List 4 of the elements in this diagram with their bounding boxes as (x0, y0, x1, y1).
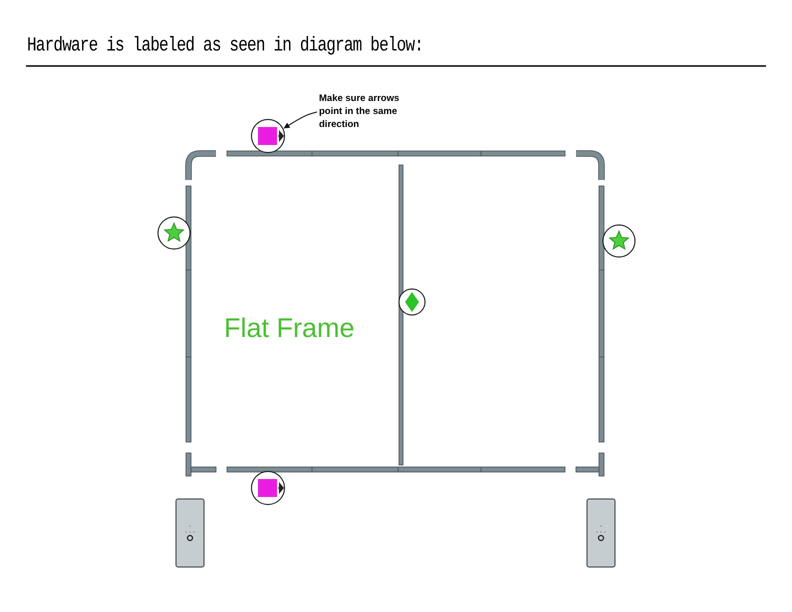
heading: Hardware is labeled as seen in diagram below: (27, 34, 424, 56)
callout-note: Make sure arrows point in the same direction (319, 92, 400, 131)
leader-arrow (284, 112, 318, 129)
frame-label: Flat Frame (224, 313, 355, 344)
